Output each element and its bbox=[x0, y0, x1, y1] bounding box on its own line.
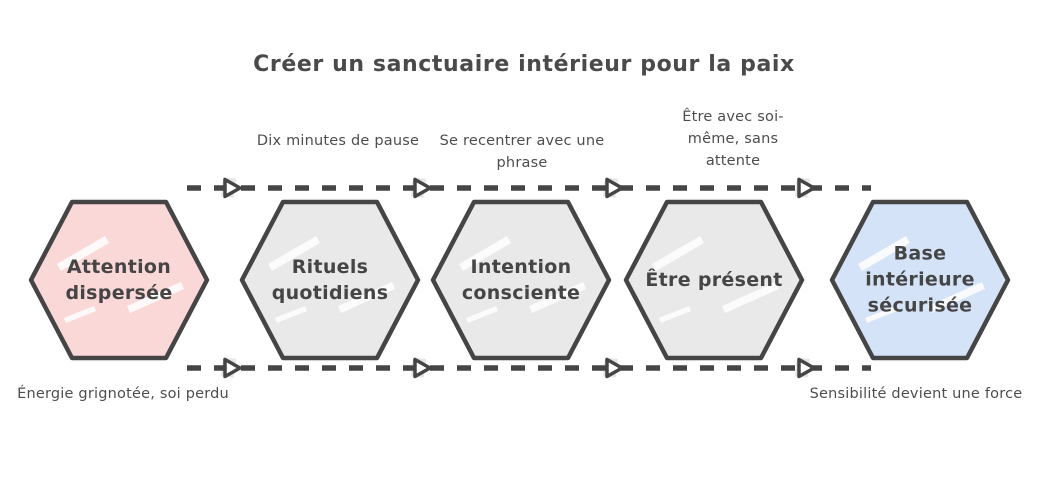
annotation-dix-minutes: Dix minutes de pause bbox=[256, 133, 420, 149]
arrow-right-icon bbox=[797, 357, 816, 379]
hexagon-label-intention-consciente: Intention consciente bbox=[461, 255, 581, 304]
annotation-etre-avec-soi-meme: Être avec soi-même, sans attente bbox=[682, 109, 784, 169]
hexagon-rituels-quotidiens bbox=[239, 199, 421, 361]
diagram-title: Créer un sanctuaire intérieur pour la pa… bbox=[253, 52, 795, 77]
hexagon-attention-dispersee bbox=[28, 199, 210, 361]
hexagon-base-interieure-securisee bbox=[829, 199, 1011, 361]
arrow-right-icon bbox=[605, 177, 624, 199]
arrow-right-icon bbox=[413, 177, 432, 199]
arrow-right-icon bbox=[223, 357, 242, 379]
arrow-right-icon bbox=[223, 177, 242, 199]
annotation-se-recentrer: Se recentrer avec une phrase bbox=[439, 133, 605, 171]
arrow-right-icon bbox=[797, 177, 816, 199]
annotation-sensibilite-devient: Sensibilité devient une force bbox=[809, 386, 1023, 402]
hexagon-intention-consciente bbox=[430, 199, 612, 361]
arrow-right-icon bbox=[413, 357, 432, 379]
arrowhead-icons-top bbox=[223, 177, 816, 199]
hexagon-label-base-interieure-securisee: Base intérieure sécurisée bbox=[865, 242, 975, 318]
hexagon-label-etre-present: Être présent bbox=[645, 268, 783, 291]
arrow-right-icon bbox=[605, 357, 624, 379]
arrowhead-icons-bottom bbox=[223, 357, 816, 379]
hexagon-label-rituels-quotidiens: Rituels quotidiens bbox=[271, 255, 389, 304]
annotation-energie-grignotee: Énergie grignotée, soi perdu bbox=[17, 386, 229, 402]
hexagon-etre-present bbox=[623, 199, 805, 361]
hexagon-label-attention-dispersee: Attention dispersée bbox=[65, 255, 173, 304]
